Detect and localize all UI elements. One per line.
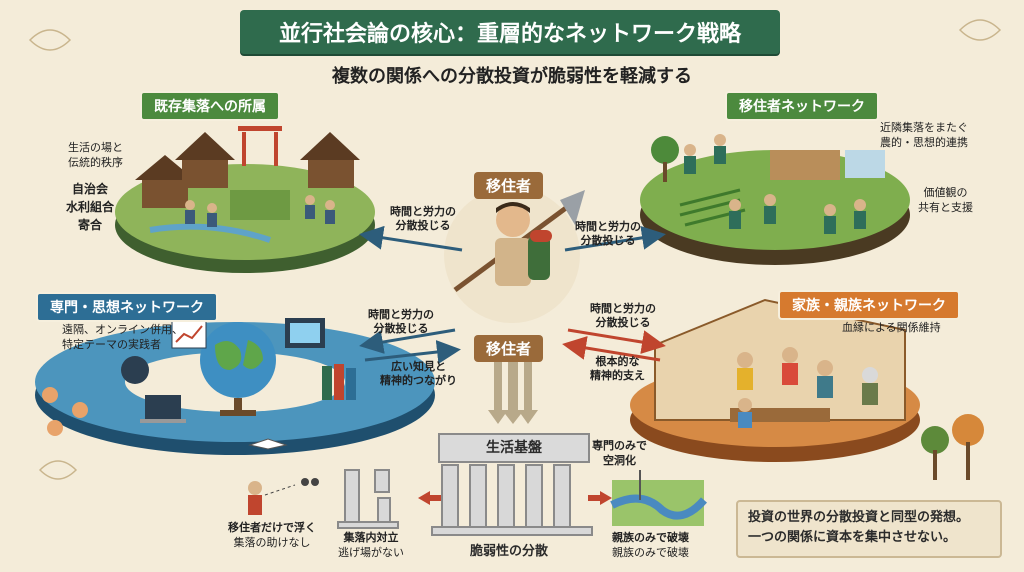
investment-arrows [359,225,666,505]
tree-icon [921,414,984,480]
farmer-icon [684,134,866,234]
life-foundation-label: 生活基盤 [438,433,590,463]
thatched-house-icon [135,132,360,208]
torii-gate-icon [238,126,282,166]
migrant-note-2: 価値観の共有と支援 [918,186,973,214]
arrow-label-family-out: 時間と労力の分散投じる [590,302,656,329]
village-island [115,126,375,273]
migrant-network-heading: 移住者ネットワーク [725,91,879,121]
conclusion-line-1: 投資の世界の分散投資と同型の発想。 [748,510,970,525]
migrant-figure-icon [444,187,585,323]
chart-icon [171,319,207,349]
open-book-icon [248,438,288,450]
villager-icon [185,195,335,227]
globe-icon [200,322,276,416]
conclusion-line-2: 一つの関係に資本を集中させない。 [748,530,957,545]
migrant-label-bottom: 移住者 [474,335,544,362]
broken-river-icon [610,470,708,526]
isolated-person-icon [248,478,319,515]
village-heading: 既存集落への所属 [140,91,280,121]
pillars-icon [431,464,593,536]
page-title: 並行社会論の核心：重層的なネットワーク戦略 [240,10,780,54]
failure-conflict: 集落内対立逃げ場がない [338,531,404,559]
village-note-1: 生活の場と伝統的秩序 [68,141,123,169]
failure-hollow: 専門のみで空洞化 [592,439,647,467]
arrow-label-family-in: 根本的な精神的支え [590,355,645,382]
fragility-distribution-label: 脆弱性の分散 [470,544,549,559]
broken-pillar-icon [337,469,399,529]
page-subtitle: 複数の関係への分散投資が脆弱性を軽減する [332,66,692,87]
conclusion-box: 投資の世界の分散投資と同型の発想。 一つの関係に資本を集中させない。 [736,500,1002,558]
wifi-icon [121,356,149,384]
expert-note: 遠隔、オンライン併用、特定テーマの実践者 [62,323,183,351]
migrant-note-1: 近隣集落をまたぐ農的・思想的連携 [880,121,968,149]
expert-island [35,318,435,455]
migrant-label-top: 移住者 [474,172,544,199]
family-network-heading: 家族・親族ネットワーク [778,290,960,320]
migrant-island [640,134,910,265]
arrow-label-village: 時間と労力の分散投じる [390,205,456,232]
person-bubble-icon [42,387,88,436]
arrow-label-expert-in: 広い知見と精神的つながり [380,360,457,387]
family-island [630,298,920,462]
laptop-icon [140,395,186,423]
family-member-icon [737,347,878,428]
books-icon [322,364,356,400]
arrow-label-expert-out: 時間と労力の分散投じる [368,308,434,335]
family-note: 血縁による関係維持 [842,321,941,334]
arrow-label-migrant: 時間と労力の分散投じる [575,220,641,247]
village-note-2: 自治会水利組合寄合 [65,182,114,232]
expert-network-heading: 専門・思想ネットワーク [36,292,218,322]
failure-floating: 移住者だけで浮く集落の助けなし [228,521,316,549]
leaf-doodle-icon [28,19,1002,480]
monitor-icon [285,318,325,348]
failure-family-break: 親族のみで破壊親族のみで破壊 [612,531,689,559]
